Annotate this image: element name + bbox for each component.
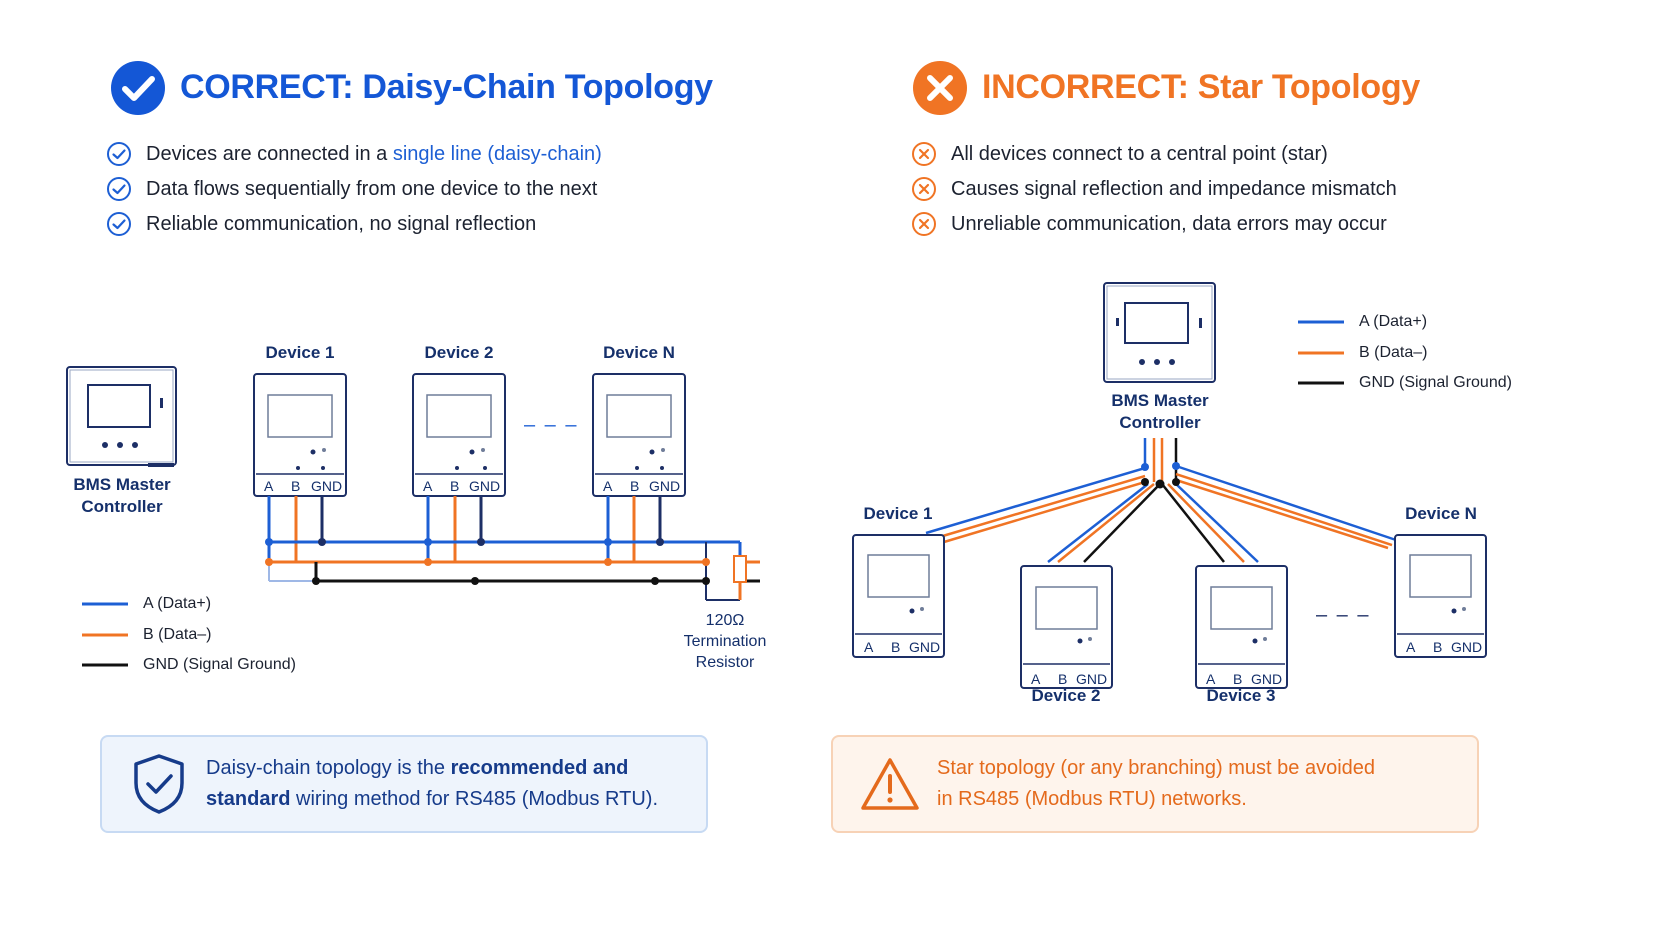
check-outline-icon bbox=[107, 177, 131, 201]
bullet-text: Causes signal reflection and impedance m… bbox=[951, 177, 1397, 200]
termination-resistor bbox=[733, 555, 747, 583]
x-circle-icon bbox=[913, 61, 967, 115]
junction-dots bbox=[265, 538, 710, 585]
check-circle-icon bbox=[111, 61, 165, 115]
right-device-1-label: Device 1 bbox=[863, 504, 933, 523]
hub-dots bbox=[1141, 462, 1180, 489]
right-title: INCORRECT: Star Topology bbox=[982, 68, 1420, 106]
right-device-2-label: Device 2 bbox=[1031, 686, 1101, 705]
left-bullet-3: Reliable communication, no signal reflec… bbox=[106, 211, 536, 237]
terminal-a: A bbox=[264, 478, 274, 494]
check-outline-icon bbox=[107, 212, 131, 236]
svg-text:A: A bbox=[864, 639, 874, 655]
bus-wires bbox=[267, 496, 760, 601]
left-device-n-label: Device N bbox=[603, 343, 675, 362]
svg-text:B: B bbox=[1058, 671, 1067, 687]
left-bullet-1: Devices are connected in a single line (… bbox=[106, 141, 602, 167]
star-device-2-unit: A B GND bbox=[1020, 565, 1113, 689]
star-device-n-unit: A B GND bbox=[1394, 534, 1487, 658]
svg-text:B: B bbox=[1233, 671, 1242, 687]
x-outline-icon bbox=[912, 142, 936, 166]
bullet-text: All devices connect to a central point (… bbox=[951, 142, 1328, 165]
x-outline-icon bbox=[912, 212, 936, 236]
right-bullet-1: All devices connect to a central point (… bbox=[911, 141, 1328, 167]
bullet-text: Devices are connected in a single line (… bbox=[146, 142, 602, 165]
warning-text: Star topology (or any branching) must be… bbox=[937, 757, 1376, 810]
terminal-b: B bbox=[630, 478, 640, 494]
bms-controller-device bbox=[1103, 282, 1216, 383]
terminal-b: B bbox=[291, 478, 301, 494]
right-device-n-label: Device N bbox=[1405, 504, 1477, 523]
device-n-unit bbox=[592, 373, 686, 497]
terminal-gnd: GND bbox=[311, 478, 343, 494]
terminal-gnd: GND bbox=[649, 478, 681, 494]
left-legend-a: A (Data+) bbox=[143, 595, 212, 612]
device-1-unit bbox=[253, 373, 347, 497]
bullet-text: Data flows sequentially from one device … bbox=[146, 177, 598, 200]
device-2-unit bbox=[412, 373, 506, 497]
svg-text:GND: GND bbox=[909, 639, 940, 655]
right-ellipsis: – – – bbox=[1316, 604, 1371, 626]
bullet-text: Unreliable communication, data errors ma… bbox=[951, 212, 1387, 235]
check-outline-icon bbox=[107, 142, 131, 166]
left-bullet-2: Data flows sequentially from one device … bbox=[106, 176, 597, 202]
terminal-a: A bbox=[423, 478, 433, 494]
right-legend-a: A (Data+) bbox=[1359, 313, 1428, 330]
star-device-1-unit: A B GND bbox=[852, 534, 945, 658]
svg-text:A: A bbox=[1031, 671, 1041, 687]
left-device-1-label: Device 1 bbox=[265, 343, 335, 362]
star-diagram: A B GND A B GND A B GND A B GND bbox=[852, 282, 1487, 689]
bullet-text: Reliable communication, no signal reflec… bbox=[146, 212, 537, 235]
warning-triangle-icon bbox=[861, 758, 919, 810]
svg-text:B: B bbox=[891, 639, 900, 655]
right-legend-gnd: GND (Signal Ground) bbox=[1359, 374, 1512, 391]
left-legend-gnd: GND (Signal Ground) bbox=[143, 656, 296, 673]
warning-callout: Star topology (or any branching) must be… bbox=[831, 735, 1479, 833]
terminal-gnd: GND bbox=[469, 478, 501, 494]
right-device-3-label: Device 3 bbox=[1206, 686, 1276, 705]
left-device-2-label: Device 2 bbox=[424, 343, 494, 362]
right-bullet-3: Unreliable communication, data errors ma… bbox=[911, 211, 1387, 237]
terminal-a: A bbox=[603, 478, 613, 494]
svg-text:A: A bbox=[1406, 639, 1416, 655]
daisy-chain-diagram bbox=[66, 366, 760, 667]
svg-text:GND: GND bbox=[1251, 671, 1282, 687]
recommendation-text: Daisy-chain topology is the recommended … bbox=[206, 757, 659, 810]
terminal-b: B bbox=[450, 478, 460, 494]
right-legend-b: B (Data–) bbox=[1359, 344, 1428, 361]
right-bullet-2: Causes signal reflection and impedance m… bbox=[911, 176, 1397, 202]
bms-controller-device bbox=[66, 366, 177, 467]
svg-text:B: B bbox=[1433, 639, 1442, 655]
x-outline-icon bbox=[912, 177, 936, 201]
svg-text:A: A bbox=[1206, 671, 1216, 687]
shield-check-icon bbox=[134, 754, 184, 814]
star-device-3-unit: A B GND bbox=[1195, 565, 1288, 689]
svg-text:GND: GND bbox=[1451, 639, 1482, 655]
svg-text:GND: GND bbox=[1076, 671, 1107, 687]
left-ellipsis: – – – bbox=[524, 414, 579, 436]
left-legend-b: B (Data–) bbox=[143, 626, 212, 643]
star-wires bbox=[925, 438, 1397, 563]
recommendation-callout: Daisy-chain topology is the recommended … bbox=[100, 735, 708, 833]
left-title: CORRECT: Daisy-Chain Topology bbox=[180, 68, 713, 106]
